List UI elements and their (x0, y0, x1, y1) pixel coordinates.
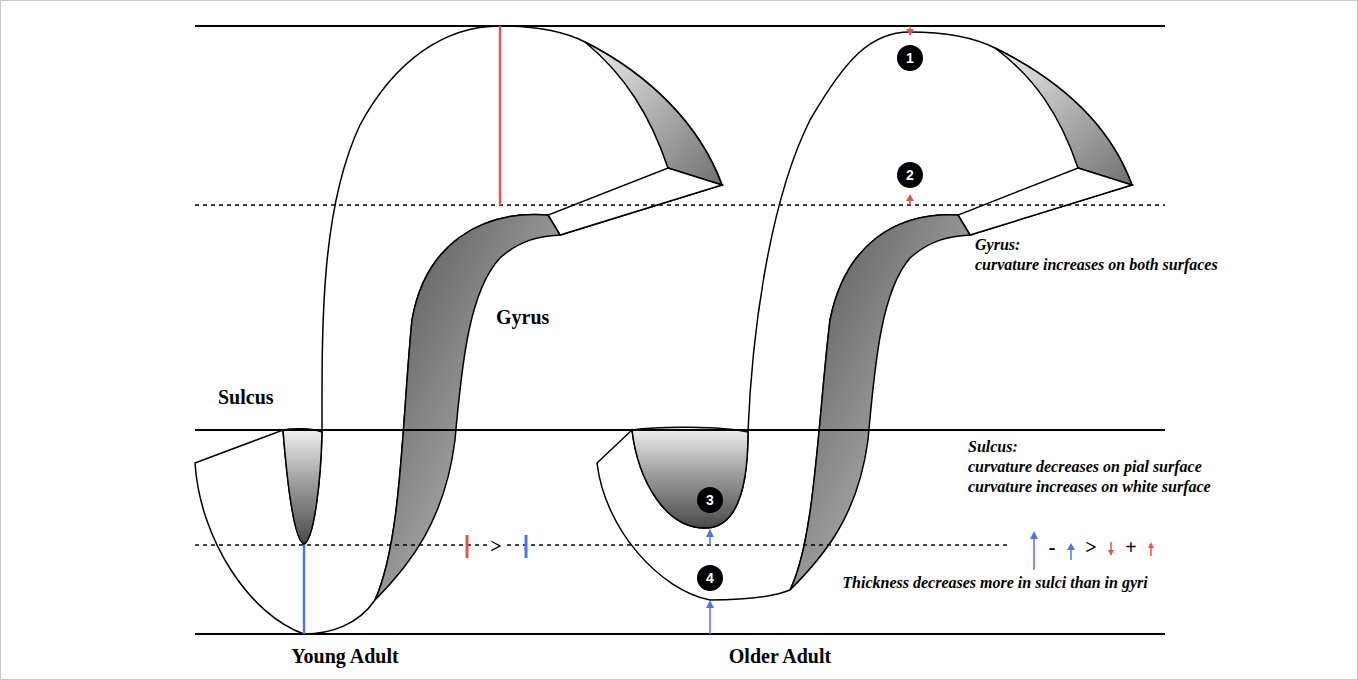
region-label: Gyrus (496, 306, 549, 329)
callout-number: 4 (706, 571, 714, 585)
formula-arrow (1030, 531, 1038, 570)
note-text: curvature increases on white surface (968, 478, 1211, 496)
note-heading: Gyrus: (975, 236, 1020, 254)
change-arrow (906, 26, 914, 36)
callout-circle: 4 (697, 565, 723, 591)
callout-number: 1 (906, 51, 914, 65)
gyral-crown-surface (995, 48, 1132, 185)
change-arrow (706, 529, 714, 545)
callout-number: 3 (706, 493, 714, 507)
note-text: curvature increases on both surfaces (975, 256, 1218, 274)
cortex-front-face (597, 32, 1132, 600)
callout-circle: 2 (897, 162, 923, 188)
formula-arrow (1148, 542, 1154, 556)
reference-line (195, 633, 1165, 635)
panel-title: Older Adult (729, 645, 831, 668)
gyral-thickness-bar (499, 26, 502, 205)
change-arrow (706, 600, 714, 634)
comparison-symbol: > (488, 535, 503, 558)
white-surface-band (790, 215, 970, 590)
ribbon-end-face (548, 168, 722, 235)
sulcal-thickness-bar (303, 545, 306, 634)
reference-line (195, 25, 1165, 27)
change-arrow (906, 194, 914, 205)
formula-symbol: > (1083, 536, 1098, 559)
sulcus-cavity (283, 429, 322, 544)
note-heading: Sulcus: (968, 438, 1018, 456)
reference-dashed-line (195, 204, 1165, 205)
white-surface-band (375, 215, 560, 600)
sulcal-thickness-symbol (525, 535, 528, 558)
note-text: Thickness decreases more in sulci than i… (842, 574, 1147, 592)
formula-arrow (1067, 543, 1075, 560)
callout-number: 2 (906, 168, 914, 182)
reference-line (195, 429, 1165, 431)
panel-title: Young Adult (291, 645, 398, 668)
callout-circle: 1 (897, 45, 923, 71)
formula-symbol: - (1047, 536, 1058, 559)
reference-dashed-line (195, 544, 1010, 545)
sulcus-cavity (632, 427, 748, 528)
gyral-crown-surface (585, 42, 722, 185)
formula-symbol: + (1123, 536, 1138, 559)
ribbon-end-face (958, 168, 1132, 235)
formula-arrow (1108, 542, 1114, 556)
gyral-thickness-symbol (466, 535, 469, 558)
callout-circle: 3 (697, 487, 723, 513)
region-label: Sulcus (218, 386, 274, 409)
note-text: curvature decreases on pial surface (968, 458, 1202, 476)
